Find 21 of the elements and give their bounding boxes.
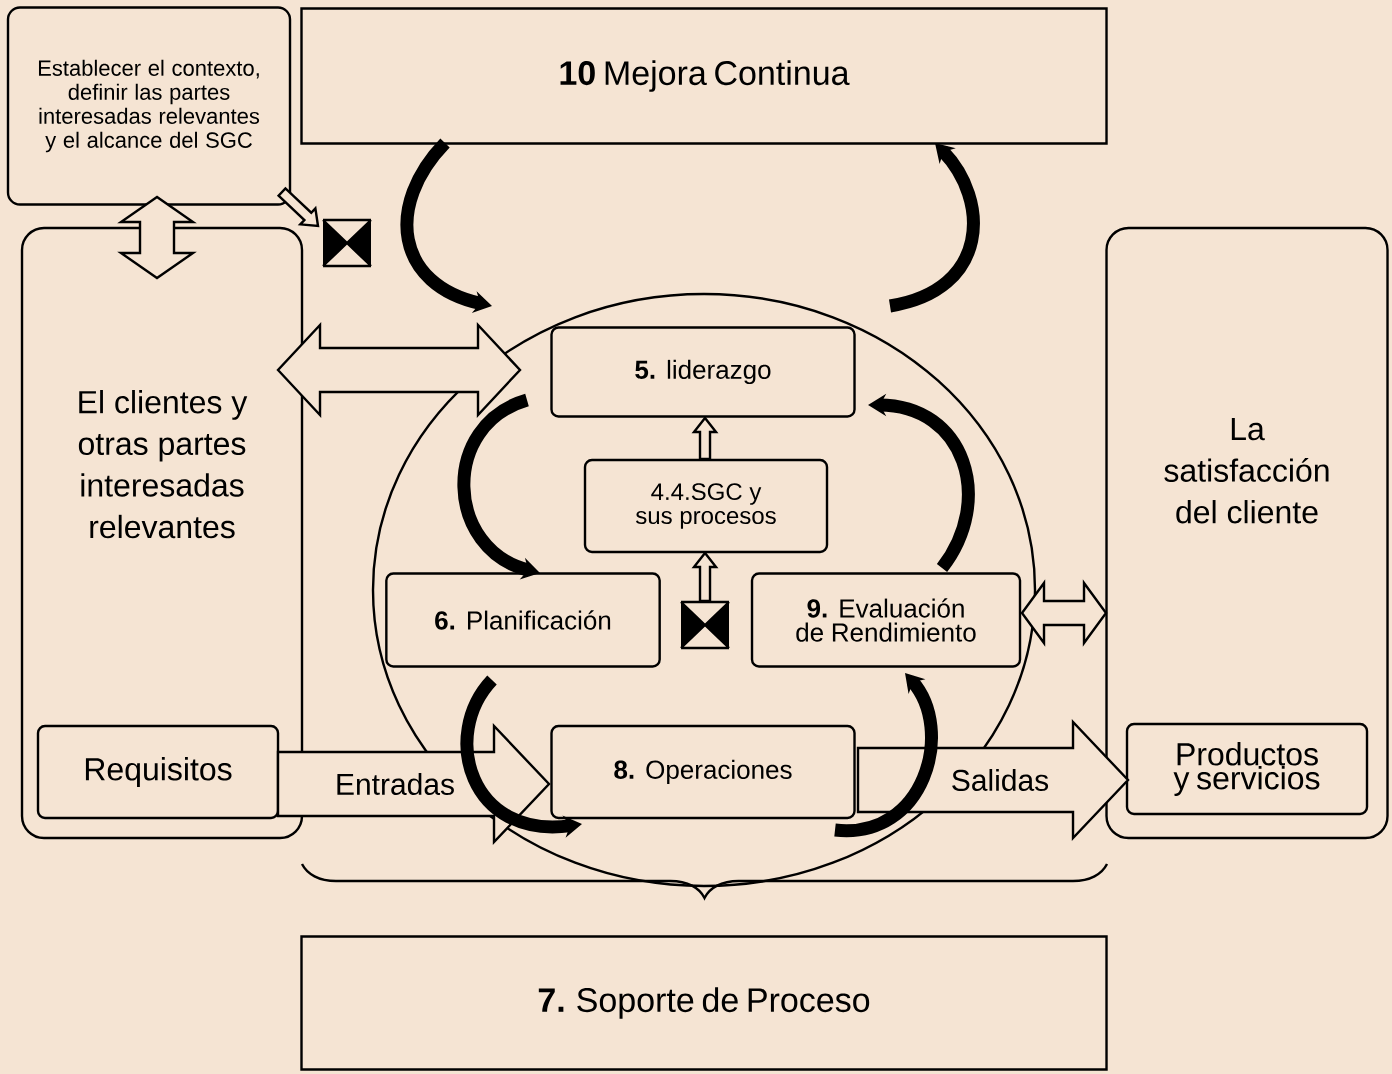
process-box: Establecer el contexto, definir las partes interesadas relevantes y el alcance del SGC xyxy=(6,6,292,206)
bowtie-symbol xyxy=(321,218,373,268)
process-box: Requisitos xyxy=(36,724,280,820)
edge-label: Entradas xyxy=(332,771,458,797)
block-arrow xyxy=(1020,579,1108,647)
block-arrow xyxy=(691,551,719,603)
process-box: 8. Operaciones xyxy=(550,724,856,820)
block-arrow xyxy=(117,195,197,280)
block-arrow xyxy=(691,416,719,461)
process-box: 9. Evaluación de Rendimiento xyxy=(750,572,1022,668)
curved-arrow xyxy=(888,143,980,313)
process-box: 4.4.SGC y sus procesos xyxy=(583,458,829,554)
process-box: 6. Planificación xyxy=(385,572,661,668)
bowtie-symbol xyxy=(679,600,731,650)
block-arrow xyxy=(276,321,522,419)
process-box: 7. Soporte de Proceso xyxy=(300,935,1108,1071)
curved-arrow xyxy=(834,673,938,837)
process-box: Productos y servicios xyxy=(1125,722,1369,816)
process-box: 5. liderazgo xyxy=(550,326,856,418)
process-box: 10 Mejora Continua xyxy=(300,7,1108,145)
edge-label: Salidas xyxy=(948,767,1052,793)
